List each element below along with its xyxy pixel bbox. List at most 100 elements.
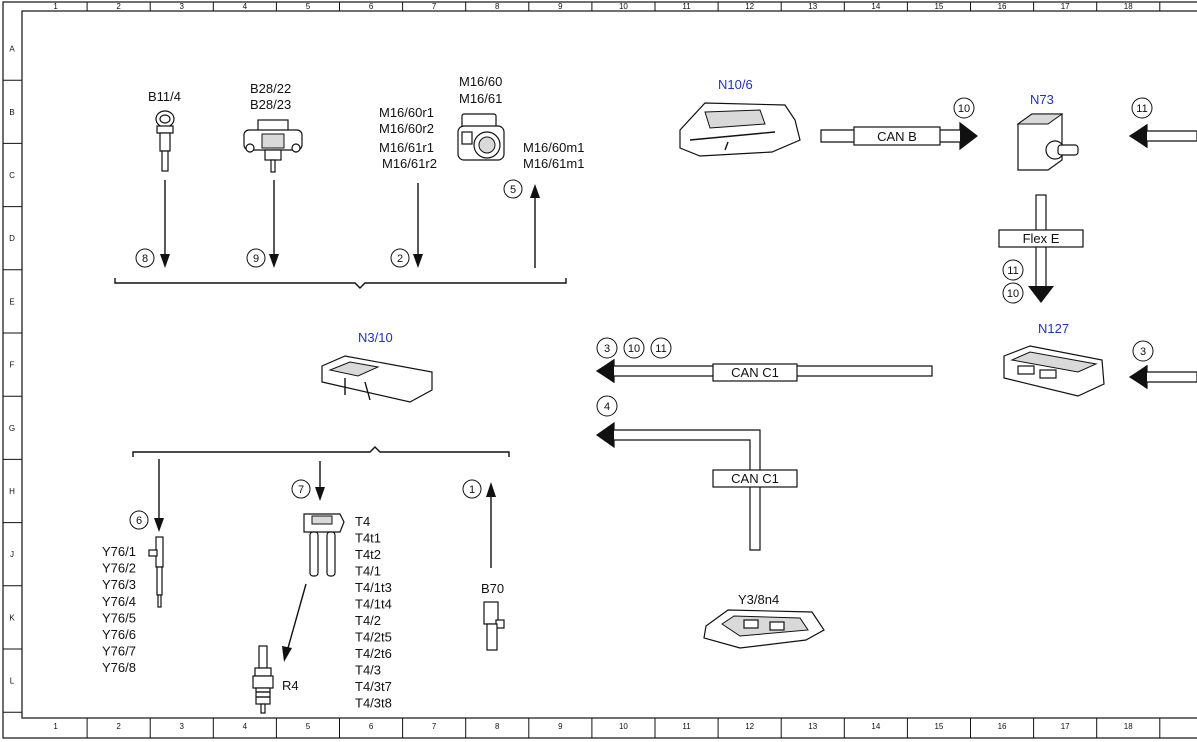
t4-item: T4/3t7	[355, 679, 392, 694]
ruler-row-C: C	[9, 171, 15, 180]
n3-10-control-unit-icon	[321, 355, 433, 403]
callout-7-text: 7	[298, 484, 304, 496]
b70-arrow-head	[486, 482, 496, 497]
ruler-row-L: L	[10, 677, 15, 686]
ruler-col-9: 9	[558, 2, 563, 11]
ruler-col-17: 17	[1061, 2, 1070, 11]
b70-crankshaft-sensor-icon	[483, 601, 505, 651]
b28-22-label: B28/22	[250, 81, 291, 96]
callout-10-canb	[953, 97, 975, 119]
callout-2-text: 2	[397, 253, 403, 265]
m16-61r1-label: M16/61r1	[379, 140, 434, 155]
m16-r-arrow-head	[413, 254, 423, 268]
callout-9-text: 9	[253, 253, 259, 265]
can-c1-upper-text: CAN C1	[731, 365, 779, 380]
t4-item: T4/1t3	[355, 580, 392, 595]
y76-arrow-head	[154, 518, 164, 532]
inner-frame	[21, 10, 1197, 719]
m16-61r2-label: M16/61r2	[382, 156, 437, 171]
callout-8-text: 8	[142, 253, 148, 265]
callout-1	[462, 479, 482, 499]
callout-6	[129, 510, 149, 530]
callout-3-canc1	[596, 337, 618, 359]
callout-6-text: 6	[136, 515, 142, 527]
t4-arrow-head	[315, 487, 325, 501]
n127-label: N127	[1038, 321, 1069, 336]
ruler-col-1: 1	[53, 2, 58, 11]
callout-9	[246, 248, 266, 268]
n10-6-label: N10/6	[718, 77, 753, 92]
m16-60r2-label: M16/60r2	[379, 121, 434, 136]
ruler-col-14: 14	[871, 722, 880, 731]
callout-10-canb-text: 10	[958, 103, 970, 115]
can-b-box	[853, 126, 941, 146]
can-c1-upper-arrow-head	[597, 359, 614, 383]
y76-item: Y76/8	[102, 660, 136, 675]
n73-ignition-switch-icon	[1016, 113, 1079, 171]
can-c1-lower-box	[712, 469, 798, 488]
t4-item: T4/1t4	[355, 597, 392, 612]
m16-60-label: M16/60	[459, 74, 502, 89]
spark-plug-icon	[252, 645, 274, 714]
callout-7	[291, 479, 311, 499]
t4-item: T4/1	[355, 564, 381, 579]
ruler-row-A: A	[9, 45, 15, 54]
ruler-col-10: 10	[619, 722, 628, 731]
callout-11-n73-text: 11	[1136, 103, 1147, 115]
top-group-brace	[114, 278, 567, 289]
m16-60m1-label: M16/60m1	[523, 140, 584, 155]
n127-in-arrow-head	[1130, 365, 1147, 389]
callout-10-flex-text: 10	[1007, 288, 1019, 300]
y76-item: Y76/3	[102, 577, 136, 592]
ignition-coil-icon	[303, 513, 345, 577]
ruler-col-5: 5	[306, 2, 311, 11]
t4-item: T4/2	[355, 613, 381, 628]
t4-item: T4/3t8	[355, 696, 392, 711]
ruler-col-1: 1	[53, 722, 58, 731]
n10-6-module-icon	[679, 102, 801, 157]
ruler-col-9: 9	[558, 722, 563, 731]
ruler-col-12: 12	[745, 722, 754, 731]
ruler-col-16: 16	[998, 2, 1007, 11]
b11-4-arrow-head	[160, 254, 170, 268]
t4-item: T4t2	[355, 547, 381, 562]
ruler-row-G: G	[9, 424, 15, 433]
ruler-col-16: 16	[998, 722, 1007, 731]
m16-m-arrow-head	[530, 184, 540, 198]
callout-11-flex-text: 11	[1007, 265, 1018, 277]
can-c1-lower-arrow-head	[597, 423, 614, 447]
ruler-row-D: D	[9, 234, 15, 243]
callout-5	[503, 179, 523, 199]
t4-list: T4T4t1T4t2T4/1T4/1t3T4/1t4T4/2T4/2t5T4/2…	[355, 514, 392, 711]
callout-8	[135, 248, 155, 268]
callout-3-n127	[1132, 340, 1154, 362]
ruler-col-13: 13	[808, 2, 817, 11]
y76-item: Y76/6	[102, 627, 136, 642]
y76-item: Y76/2	[102, 561, 136, 576]
callout-3-canc1-text: 3	[604, 343, 610, 355]
ruler-col-7: 7	[432, 2, 437, 11]
ruler-col-14: 14	[871, 2, 880, 11]
callout-4-text: 4	[604, 401, 610, 413]
can-c1-upper-box	[712, 363, 798, 382]
callout-10-flex	[1002, 282, 1024, 304]
ruler-col-6: 6	[369, 722, 374, 731]
ruler-col-8: 8	[495, 2, 500, 11]
ruler-col-11: 11	[682, 722, 691, 731]
n3-10-label: N3/10	[358, 330, 393, 345]
callout-2	[390, 248, 410, 268]
b11-4-sensor-icon	[155, 110, 175, 172]
ruler-col-18: 18	[1124, 722, 1133, 731]
ruler-col-10: 10	[619, 2, 628, 11]
ruler-row-B: B	[9, 108, 14, 117]
b11-4-label: B11/4	[148, 89, 181, 104]
y76-item: Y76/1	[102, 544, 136, 559]
callout-11-n73	[1131, 97, 1153, 119]
ruler-col-3: 3	[180, 722, 185, 731]
m16-60r1-label: M16/60r1	[379, 105, 434, 120]
throttle-valve-actuator-icon	[457, 113, 505, 161]
t4-r4-arrow-line	[287, 583, 307, 649]
callout-11-canc1-text: 11	[655, 343, 666, 355]
ruler-col-12: 12	[745, 2, 754, 11]
